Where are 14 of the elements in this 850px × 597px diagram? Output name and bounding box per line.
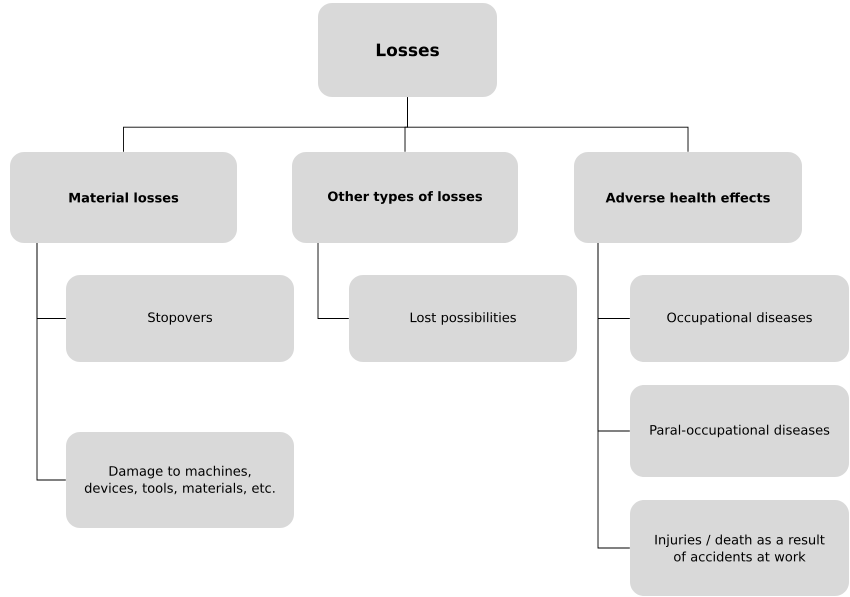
category-box: Material losses xyxy=(10,152,237,243)
item-box: Lost possibilities xyxy=(349,275,577,362)
item-box: Injuries / death as a result of accidents at work xyxy=(630,500,850,596)
item-box: Stopovers xyxy=(66,275,294,362)
connector-line xyxy=(318,242,350,319)
connector-line xyxy=(36,242,66,480)
item-box: Damage to machines, devices, tools, materials, etc. xyxy=(66,432,294,528)
item-box: Paral-occupational diseases xyxy=(630,385,850,477)
item-box: Occupational diseases xyxy=(630,275,850,362)
category-box: Adverse health effects xyxy=(574,152,802,243)
connector-line xyxy=(598,242,630,548)
category-box: Other types of losses xyxy=(292,152,518,243)
root-box: Losses xyxy=(318,3,497,97)
connector-line xyxy=(407,96,688,152)
